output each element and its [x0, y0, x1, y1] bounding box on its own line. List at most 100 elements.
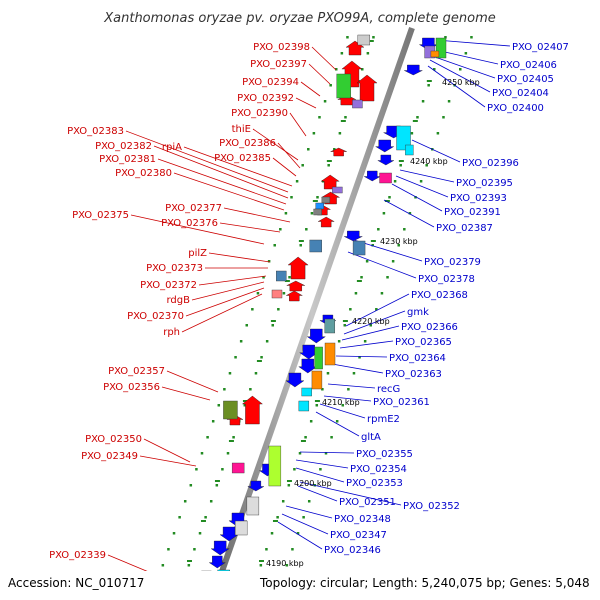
gene-label[interactable]: rpmE2 — [367, 414, 400, 425]
label-callout — [130, 214, 265, 245]
gene-label[interactable]: PXO_02346 — [324, 545, 381, 556]
track-dot — [204, 516, 207, 519]
label-callout — [391, 183, 443, 212]
gene-arrow — [344, 230, 363, 242]
gene-label[interactable]: PXO_02382 — [95, 141, 152, 152]
track-dot — [366, 52, 370, 55]
gene-label[interactable]: PXO_02383 — [67, 126, 124, 137]
gene-label[interactable]: rpiA — [162, 142, 182, 153]
gene-block — [223, 400, 238, 420]
gene-label[interactable]: PXO_02347 — [330, 530, 387, 541]
gene-label[interactable]: PXO_02365 — [395, 337, 452, 348]
gene-label[interactable]: PXO_02396 — [462, 158, 519, 169]
gene-label[interactable]: PXO_02368 — [411, 290, 468, 301]
track-tick — [370, 240, 376, 242]
track-dot — [447, 100, 451, 103]
track-dot — [372, 36, 375, 39]
gene-label[interactable]: PXO_02349 — [81, 451, 138, 462]
gene-label[interactable]: gmk — [407, 307, 429, 318]
gene-label[interactable]: PXO_02361 — [373, 397, 430, 408]
track-dot — [316, 196, 319, 199]
gene-label[interactable]: PXO_02364 — [389, 353, 446, 364]
gene-label[interactable]: pilZ — [188, 248, 207, 259]
track-tick — [286, 480, 292, 482]
gene-label[interactable]: PXO_02372 — [140, 280, 197, 291]
gene-label[interactable]: PXO_02390 — [231, 108, 288, 119]
gene-label[interactable]: rph — [163, 327, 180, 338]
gene-block — [298, 400, 310, 412]
gene-label[interactable]: recG — [377, 384, 400, 395]
gene-label[interactable]: PXO_02405 — [497, 74, 554, 85]
track-dot — [459, 68, 462, 71]
label-callout — [395, 175, 449, 198]
gene-label[interactable]: PXO_02348 — [334, 514, 391, 525]
gene-label[interactable]: PXO_02397 — [250, 59, 307, 70]
label-callout — [272, 157, 297, 177]
gene-label[interactable]: PXO_02350 — [85, 434, 142, 445]
gene-label[interactable]: PXO_02406 — [500, 60, 557, 71]
gene-label[interactable]: PXO_02380 — [115, 168, 172, 179]
track-dot — [221, 468, 224, 471]
track-dot — [273, 244, 276, 247]
track-dot — [416, 116, 419, 119]
track-dot — [470, 36, 473, 39]
gene-label[interactable]: PXO_02355 — [356, 449, 413, 460]
gene-block — [435, 37, 447, 59]
gene-label[interactable]: PXO_02386 — [219, 138, 276, 149]
track-tick — [398, 160, 404, 162]
gene-label[interactable]: PXO_02378 — [418, 274, 475, 285]
track-dot — [299, 244, 302, 247]
gene-label[interactable]: PXO_02376 — [161, 218, 218, 229]
gene-label[interactable]: rdgB — [167, 295, 191, 306]
gene-label[interactable]: PXO_02391 — [444, 207, 501, 218]
gene-label[interactable]: PXO_02356 — [103, 382, 160, 393]
label-callout — [308, 63, 331, 85]
gene-label[interactable]: PXO_02379 — [424, 257, 481, 268]
gene-label[interactable]: PXO_02400 — [487, 103, 544, 114]
gene-block — [268, 445, 282, 487]
gene-label[interactable]: PXO_02352 — [403, 501, 460, 512]
gene-label[interactable]: PXO_02353 — [346, 478, 403, 489]
gene-label[interactable]: PXO_02404 — [492, 88, 549, 99]
gene-label[interactable]: PXO_02387 — [436, 223, 493, 234]
track-dot — [408, 212, 412, 215]
track-dot — [304, 436, 307, 439]
gene-label[interactable]: PXO_02363 — [385, 369, 442, 380]
gene-label[interactable]: PXO_02357 — [108, 366, 165, 377]
label-callout — [153, 145, 289, 199]
gene-label[interactable]: PXO_02398 — [253, 42, 310, 53]
gene-label[interactable]: PXO_02351 — [339, 497, 396, 508]
gene-label[interactable]: PXO_02395 — [456, 178, 513, 189]
gene-label[interactable]: PXO_02393 — [450, 193, 507, 204]
track-tick — [284, 280, 290, 282]
label-callout — [335, 355, 388, 358]
track-dot — [217, 404, 221, 407]
label-callout — [300, 81, 321, 97]
track-dot — [354, 292, 358, 295]
label-callout — [435, 39, 511, 47]
track-dot — [346, 36, 349, 39]
gene-label[interactable]: PXO_02407 — [512, 42, 569, 53]
gene-label[interactable]: PXO_02392 — [237, 93, 294, 104]
track-tick — [314, 400, 320, 402]
gene-label[interactable]: PXO_02370 — [127, 311, 184, 322]
label-callout — [281, 513, 329, 535]
track-dot — [215, 484, 219, 487]
gene-block — [379, 172, 392, 184]
gene-label[interactable]: PXO_02377 — [165, 203, 222, 214]
genome-backbone — [209, 27, 415, 600]
gene-arrow — [330, 147, 347, 157]
gene-label[interactable]: PXO_02339 — [49, 550, 106, 561]
gene-label[interactable]: PXO_02366 — [401, 322, 458, 333]
gene-label[interactable]: PXO_02354 — [350, 464, 407, 475]
gene-label[interactable]: PXO_02381 — [99, 154, 156, 165]
track-dot — [375, 308, 378, 311]
gene-label[interactable]: PXO_02375 — [72, 210, 129, 221]
gene-label[interactable]: PXO_02394 — [242, 77, 299, 88]
gene-arrow — [363, 170, 382, 182]
gene-label[interactable]: thiE — [232, 124, 251, 135]
gene-label[interactable]: PXO_02373 — [146, 263, 203, 274]
gene-arrow — [377, 154, 395, 166]
gene-label[interactable]: gltA — [361, 432, 381, 443]
gene-label[interactable]: PXO_02385 — [214, 153, 271, 164]
